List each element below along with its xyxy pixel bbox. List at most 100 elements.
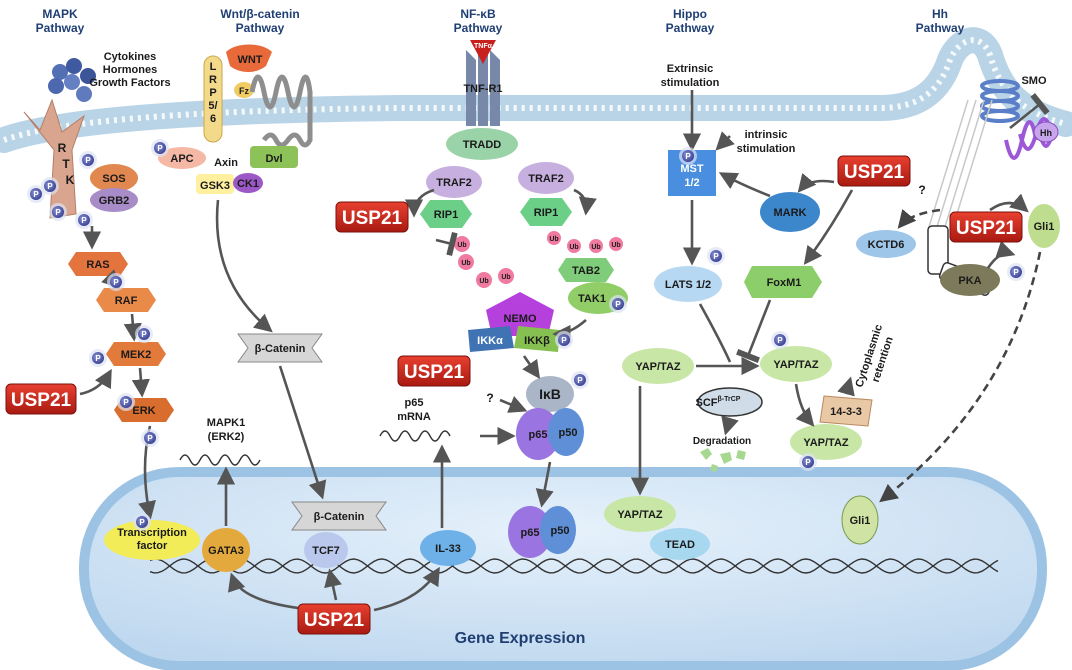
p1433-node xyxy=(819,395,873,427)
ubiquitin-label: Ub xyxy=(591,244,600,251)
yaptaz-nuc-label: YAP/TAZ xyxy=(617,509,663,521)
ikb-label: IκB xyxy=(539,386,561,402)
phospho-label: P xyxy=(777,336,783,345)
ras-label: RAS xyxy=(86,259,109,271)
tcf7-node xyxy=(304,532,348,568)
dashed-arrows xyxy=(879,208,1042,503)
tab2-label: TAB2 xyxy=(572,265,600,277)
hh-ligand-label: Hh xyxy=(1040,128,1052,138)
ikkb-node xyxy=(514,326,560,352)
ubiquitin-label: Ub xyxy=(549,236,558,243)
usp21-label: USP21 xyxy=(844,162,905,183)
gsk3-node xyxy=(196,174,234,194)
hh-question-mark: ? xyxy=(918,183,925,197)
phospho-label: P xyxy=(713,252,719,261)
ubiquitin-label: Ub xyxy=(479,278,488,285)
usp21-label: USP21 xyxy=(956,218,1017,239)
mst-node xyxy=(668,150,716,196)
grb2-label: GRB2 xyxy=(99,195,130,207)
yaptaz-nuc-node xyxy=(604,496,676,532)
p50-nuc-label: p50 xyxy=(551,525,570,537)
tnfa-ligand xyxy=(470,40,496,64)
cilium-lines xyxy=(927,99,993,231)
wnt-ligand xyxy=(226,44,272,72)
phospho-label: P xyxy=(577,376,583,385)
traf2-right-node xyxy=(518,162,574,194)
ikkb-label: IKKβ xyxy=(524,335,550,347)
raf-label: RAF xyxy=(115,295,138,307)
phospho-badge xyxy=(30,188,42,200)
cytoplasmic-retention-label: Cytoplasmicretention xyxy=(853,323,898,393)
tead-node xyxy=(650,528,710,560)
phospho-badge xyxy=(92,352,104,364)
sos-label: SOS xyxy=(102,173,125,185)
nfkb-question-mark: ? xyxy=(486,391,493,405)
p65-nuc-node xyxy=(508,506,552,558)
usp21-label: USP21 xyxy=(404,362,465,383)
tak1-label: TAK1 xyxy=(578,293,606,305)
phospho-badge xyxy=(612,298,624,310)
phospho-label: P xyxy=(141,330,147,339)
beta-catenin-nuc xyxy=(291,501,387,531)
smo-label: SMO xyxy=(1021,75,1047,87)
phospho-badge xyxy=(802,456,814,468)
gsk3-label: GSK3 xyxy=(200,180,230,192)
phospho-label: P xyxy=(139,518,145,527)
p1433-label: 14-3-3 xyxy=(830,406,862,418)
p50-cyto-node xyxy=(548,408,584,456)
frizzled-receptor xyxy=(249,74,313,148)
mapk1-mrna xyxy=(179,454,261,466)
phospho-badge xyxy=(154,142,166,154)
p50-cyto-label: p50 xyxy=(559,427,578,439)
axin-label: Axin xyxy=(214,157,238,169)
kctd6-label: KCTD6 xyxy=(868,239,905,251)
grb2-node xyxy=(90,188,138,212)
ikka-label: IKKα xyxy=(477,335,503,347)
tnfr1-label: TNF-R1 xyxy=(463,83,502,95)
apc-label: APC xyxy=(170,153,193,165)
gene-expression-label: Gene Expression xyxy=(455,630,586,647)
erk-label: ERK xyxy=(132,405,155,417)
phospho-label: P xyxy=(685,152,691,161)
dvl-node xyxy=(250,146,298,168)
tradd-label: TRADD xyxy=(463,139,502,151)
yaptaz-left-node xyxy=(622,348,694,384)
ubiquitin-label: Ub xyxy=(461,260,470,267)
sos-node xyxy=(90,164,138,192)
fz-node xyxy=(234,82,254,98)
pka-node xyxy=(940,264,1000,296)
lats-node xyxy=(654,266,722,302)
p65-mrna xyxy=(379,430,451,442)
ck1-node xyxy=(233,173,263,193)
mek2-label: MEK2 xyxy=(121,349,152,361)
mark-label: MARK xyxy=(774,207,807,219)
gata3-node xyxy=(202,528,250,572)
ubiquitin-chain-left xyxy=(454,236,514,288)
dna-strand-2 xyxy=(149,558,999,574)
cell-membrane xyxy=(0,27,1072,153)
beta-catenin-cyto-label: β-Catenin xyxy=(255,343,306,355)
phospho-label: P xyxy=(113,278,119,287)
transcription-factor-node xyxy=(104,520,200,560)
phospho-badge xyxy=(82,154,94,166)
phospho-badge xyxy=(774,334,786,346)
ubiquitin-label: Ub xyxy=(611,242,620,249)
rip1-left-label: RIP1 xyxy=(434,209,458,221)
phospho-badge xyxy=(78,214,90,226)
yaptaz-cyto-label: YAP/TAZ xyxy=(803,437,849,449)
phospho-badge xyxy=(110,276,122,288)
usp21-box xyxy=(949,211,1023,243)
phospho-label: P xyxy=(157,144,163,153)
wnt-label: WNT xyxy=(237,54,262,66)
usp21-box xyxy=(5,383,77,415)
yaptaz-left-label: YAP/TAZ xyxy=(635,361,681,373)
foxm1-label: FoxM1 xyxy=(767,277,802,289)
